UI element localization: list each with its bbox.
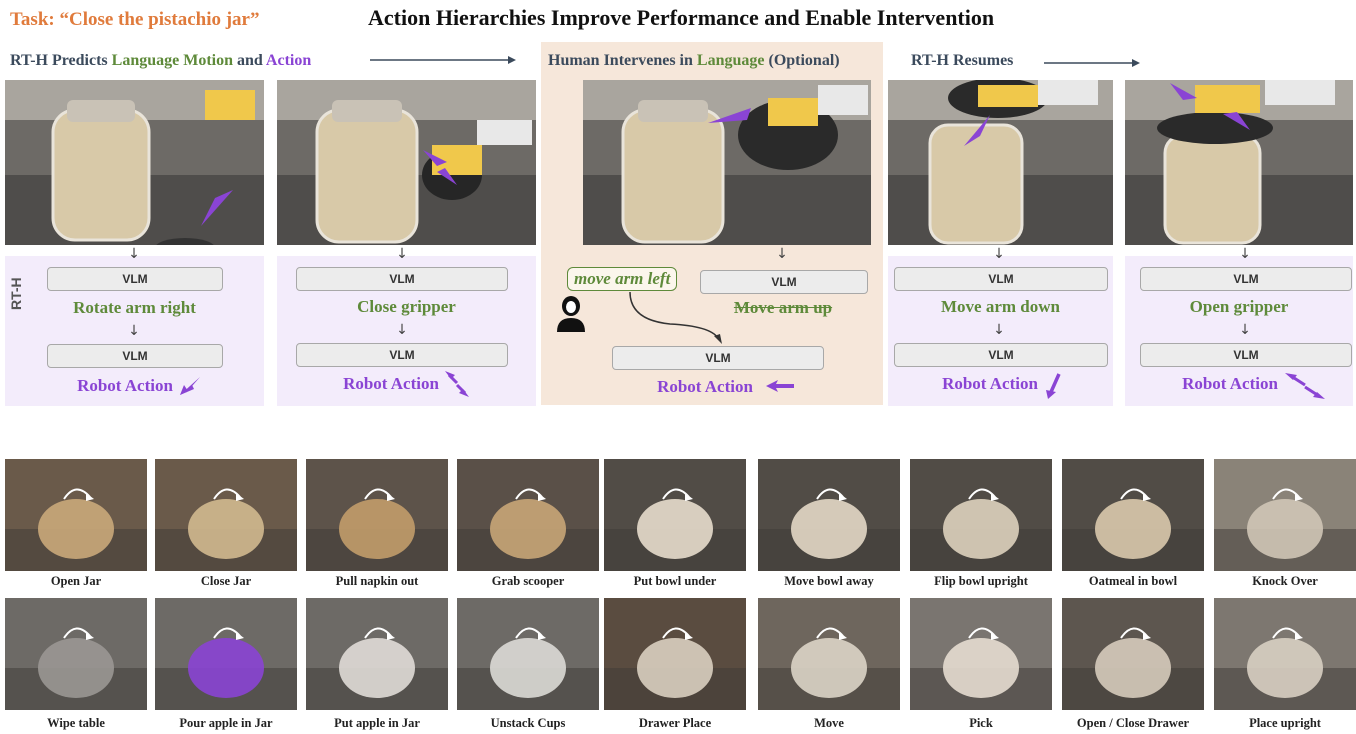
task-row1-thumbnail (604, 459, 746, 571)
robot-photo-5 (1125, 80, 1353, 245)
intervention-speech-bubble: move arm left (567, 267, 678, 291)
robot-action-label: Robot Action (1182, 374, 1278, 393)
down-arrow-icon: ↓ (776, 246, 788, 262)
task-row2-caption: Open / Close Drawer (1076, 716, 1190, 730)
task-row1-caption: Grab scooper (491, 574, 565, 588)
vlm-box: VLM (47, 267, 223, 291)
task-label: Task: “Close the pistachio jar” (10, 9, 260, 30)
task-row1-caption: Flip bowl upright (934, 574, 1028, 588)
task-row1-caption: Oatmeal in bowl (1088, 574, 1178, 588)
robot-action-label: Robot Action (657, 377, 753, 396)
task-row2-thumbnail (306, 598, 448, 710)
vlm-box: VLM (47, 344, 223, 368)
long-right-arrow-icon (370, 56, 516, 64)
down-arrow-icon: ↓ (1239, 322, 1251, 338)
task-row1-thumbnail (1062, 459, 1204, 571)
robot-photo-4 (888, 80, 1113, 245)
header-predicts-lang: Language Motion (111, 52, 233, 69)
task-row1-thumbnail (1214, 459, 1356, 571)
language-motion-label: Open gripper (1189, 297, 1289, 316)
header-intervenes-lang: Language (696, 52, 765, 69)
vlm-box: VLM (1140, 343, 1352, 367)
task-row2-thumbnail (1062, 598, 1204, 710)
vlm-box: VLM (296, 267, 508, 291)
task-row2-thumbnail (457, 598, 599, 710)
robot-photo-3 (583, 80, 871, 245)
task-row2-caption: Put apple in Jar (334, 716, 420, 730)
task-row1-caption: Put bowl under (633, 574, 717, 588)
header-intervenes: Human Intervenes in Language (Optional) (548, 52, 840, 70)
task-row1-thumbnail (155, 459, 297, 571)
action-arrow-icon (766, 380, 794, 392)
robot-action-label: Robot Action (942, 374, 1038, 393)
action-arrow-icon (1285, 373, 1325, 399)
header-intervenes-pre: Human Intervenes in (548, 52, 697, 69)
task-row1-thumbnail (457, 459, 599, 571)
task-row2-thumbnail (5, 598, 147, 710)
task-row1-caption: Move bowl away (784, 574, 874, 588)
language-motion-label: Close gripper (357, 297, 456, 316)
person-icon (557, 296, 585, 332)
action-arrow-icon (180, 377, 200, 395)
intervention-curve-arrow (629, 291, 722, 344)
task-row2-thumbnail (155, 598, 297, 710)
task-row2-caption: Pour apple in Jar (179, 716, 273, 730)
down-arrow-icon: ↓ (128, 246, 140, 262)
vlm-box: VLM (1140, 267, 1352, 291)
struck-language-motion: Move arm up (733, 298, 833, 317)
header-predicts: RT-H Predicts Language Motion and Action (10, 52, 311, 70)
down-arrow-icon: ↓ (1239, 246, 1251, 262)
vlm-box: VLM (612, 346, 824, 370)
header-resumes: RT-H Resumes (911, 52, 1014, 69)
down-arrow-icon: ↓ (993, 246, 1005, 262)
figure-title: Action Hierarchies Improve Performance a… (368, 5, 995, 30)
header-predicts-pre: RT-H Predicts (10, 52, 112, 69)
task-row2-thumbnail (604, 598, 746, 710)
robot-action-label: Robot Action (77, 376, 173, 395)
task-row2-caption: Pick (969, 716, 993, 730)
header-predicts-action: Action (265, 52, 312, 69)
language-motion-label: Rotate arm right (73, 298, 196, 317)
robot-photo-2 (277, 80, 536, 245)
task-row2-caption: Wipe table (47, 716, 105, 730)
long-right-arrow-icon (1044, 59, 1140, 67)
task-row2-caption: Drawer Place (638, 716, 712, 730)
task-row2-caption: Move (814, 716, 844, 730)
language-motion-label: Move arm down (941, 297, 1060, 316)
task-row1-thumbnail (910, 459, 1052, 571)
task-row2-caption: Place upright (1249, 716, 1321, 730)
task-row1-thumbnail (5, 459, 147, 571)
task-row1-caption: Close Jar (200, 574, 252, 588)
robot-photo-1 (5, 80, 264, 245)
vlm-box: VLM (894, 343, 1108, 367)
down-arrow-icon: ↓ (993, 322, 1005, 338)
header-intervenes-post: (Optional) (764, 52, 840, 69)
vlm-box: VLM (700, 270, 868, 294)
task-row1-caption: Knock Over (1252, 574, 1318, 588)
vlm-box: VLM (296, 343, 508, 367)
down-arrow-icon: ↓ (396, 246, 408, 262)
task-row1-caption: Open Jar (50, 574, 102, 588)
task-row1-caption: Pull napkin out (335, 574, 419, 588)
vlm-box: VLM (894, 267, 1108, 291)
action-arrow-icon (445, 371, 469, 397)
action-arrow-icon (1046, 373, 1061, 399)
robot-action-label: Robot Action (343, 374, 439, 393)
task-row2-thumbnail (758, 598, 900, 710)
down-arrow-icon: ↓ (396, 322, 408, 338)
task-row1-thumbnail (758, 459, 900, 571)
task-row2-thumbnail (910, 598, 1052, 710)
task-row2-caption: Unstack Cups (490, 716, 566, 730)
down-arrow-icon: ↓ (128, 323, 140, 339)
header-predicts-mid: and (233, 52, 266, 69)
task-row1-thumbnail (306, 459, 448, 571)
task-row2-thumbnail (1214, 598, 1356, 710)
